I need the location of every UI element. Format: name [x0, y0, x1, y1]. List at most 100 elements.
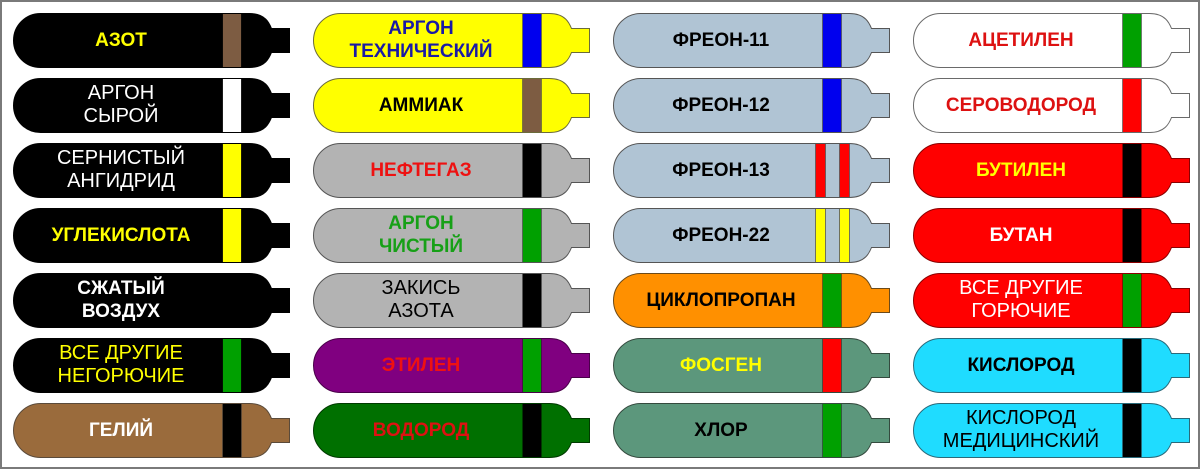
cylinder-icon — [313, 273, 590, 328]
color-stripe — [222, 403, 242, 458]
color-stripe — [222, 78, 242, 133]
gas-cylinder: ФОСГЕН — [613, 338, 890, 393]
gas-cylinder: ФРЕОН-22 — [613, 208, 890, 263]
color-stripe — [822, 78, 842, 133]
color-stripe — [1122, 78, 1142, 133]
gas-cylinder: ВСЕ ДРУГИЕ ГОРЮЧИЕ — [913, 273, 1190, 328]
color-stripe — [815, 143, 826, 198]
gas-name-label: СЕРОВОДОРОД — [945, 94, 1097, 116]
gas-cylinder: УГЛЕКИСЛОТА — [13, 208, 290, 263]
color-stripe — [222, 13, 242, 68]
gas-cylinder: ВОДОРОД — [313, 403, 590, 458]
cylinder-icon — [313, 78, 590, 133]
color-stripe — [822, 273, 842, 328]
gas-name-label: НЕФТЕГАЗ — [370, 159, 472, 181]
color-stripe — [1122, 403, 1142, 458]
gas-name-label: ФРЕОН-13 — [672, 159, 770, 181]
gas-cylinder: ЗАКИСЬ АЗОТА — [313, 273, 590, 328]
cylinder-icon — [913, 13, 1190, 68]
gas-cylinder: АЦЕТИЛЕН — [913, 13, 1190, 68]
color-stripe — [1122, 273, 1142, 328]
gas-cylinder: ЭТИЛЕН — [313, 338, 590, 393]
cylinder-icon — [913, 143, 1190, 198]
gas-cylinder: БУТИЛЕН — [913, 143, 1190, 198]
cylinder-icon — [313, 338, 590, 393]
color-stripe — [822, 13, 842, 68]
color-stripe — [522, 143, 542, 198]
cylinder-icon — [13, 143, 290, 198]
cylinder-icon — [313, 143, 590, 198]
gas-name-label: ФРЕОН-12 — [672, 94, 770, 116]
cylinder-icon — [913, 208, 1190, 263]
gas-cylinder: ХЛОР — [613, 403, 890, 458]
gas-cylinder: ФРЕОН-13 — [613, 143, 890, 198]
color-stripe — [822, 403, 842, 458]
cylinder-icon — [313, 403, 590, 458]
cylinder-icon — [13, 273, 290, 328]
gas-cylinder: АММИАК — [313, 78, 590, 133]
color-stripe — [815, 208, 826, 263]
gas-cylinder: ФРЕОН-11 — [613, 13, 890, 68]
cylinder-icon — [613, 273, 890, 328]
color-stripe — [1122, 13, 1142, 68]
cylinder-icon — [613, 78, 890, 133]
cylinder-icon — [313, 208, 590, 263]
cylinder-icon — [13, 208, 290, 263]
gas-name-label: АММИАК — [378, 94, 464, 116]
color-stripe — [522, 273, 542, 328]
gas-name-label: АРГОН ЧИСТЫЙ — [378, 213, 464, 257]
color-stripe — [222, 208, 242, 263]
color-stripe — [1122, 338, 1142, 393]
gas-name-label: ВСЕ ДРУГИЕ ГОРЮЧИЕ — [959, 277, 1083, 322]
gas-cylinder: КИСЛОРОД — [913, 338, 1190, 393]
gas-name-label: УГЛЕКИСЛОТА — [51, 224, 191, 246]
gas-name-label: АЗОТ — [95, 29, 147, 51]
gas-cylinder: ГЕЛИЙ — [13, 403, 290, 458]
gas-name-label: ВОДОРОД — [372, 419, 470, 441]
gas-name-label: ФОСГЕН — [680, 354, 762, 376]
gas-name-label: СЖАТЫЙ ВОЗДУХ — [77, 278, 165, 322]
gas-cylinder: НЕФТЕГАЗ — [313, 143, 590, 198]
cylinder-icon — [613, 208, 890, 263]
gas-cylinder: ВСЕ ДРУГИЕ НЕГОРЮЧИЕ — [13, 338, 290, 393]
cylinder-icon — [13, 403, 290, 458]
gas-name-label: ФРЕОН-11 — [672, 29, 770, 51]
cylinder-icon — [613, 13, 890, 68]
gas-name-label: ВСЕ ДРУГИЕ НЕГОРЮЧИЕ — [57, 342, 185, 387]
color-stripe — [839, 143, 850, 198]
gas-cylinder: БУТАН — [913, 208, 1190, 263]
cylinder-icon — [613, 403, 890, 458]
cylinder-icon — [13, 338, 290, 393]
color-stripe — [522, 78, 542, 133]
gas-name-label: ЗАКИСЬ АЗОТА — [381, 277, 461, 322]
cylinder-icon — [913, 273, 1190, 328]
gas-cylinder: КИСЛОРОД МЕДИЦИНСКИЙ — [913, 403, 1190, 458]
color-stripe — [522, 208, 542, 263]
color-stripe — [839, 208, 850, 263]
gas-name-label: АЦЕТИЛЕН — [968, 29, 1074, 51]
color-stripe — [522, 13, 542, 68]
gas-name-label: БУТАН — [989, 224, 1053, 246]
gas-cylinder: АЗОТ — [13, 13, 290, 68]
color-stripe — [222, 143, 242, 198]
gas-name-label: ЦИКЛОПРОПАН — [646, 289, 796, 311]
gas-name-label: АРГОН ТЕХНИЧЕСКИЙ — [349, 18, 493, 62]
color-stripe — [522, 403, 542, 458]
gas-name-label: БУТИЛЕН — [976, 159, 1066, 181]
gas-cylinder: СЖАТЫЙ ВОЗДУХ — [13, 273, 290, 328]
cylinder-icon — [13, 13, 290, 68]
color-stripe — [1122, 208, 1142, 263]
cylinder-icon — [913, 78, 1190, 133]
gas-name-label: АРГОН СЫРОЙ — [83, 82, 159, 127]
color-stripe — [522, 338, 542, 393]
gas-name-label: ФРЕОН-22 — [672, 224, 770, 246]
gas-name-label: ЭТИЛЕН — [381, 354, 461, 376]
cylinder-icon — [313, 13, 590, 68]
gas-name-label: ГЕЛИЙ — [88, 419, 154, 441]
cylinder-icon — [613, 143, 890, 198]
cylinder-icon — [613, 338, 890, 393]
gas-name-label: КИСЛОРОД — [967, 354, 1075, 376]
gas-cylinder: АРГОН СЫРОЙ — [13, 78, 290, 133]
gas-cylinder: СЕРОВОДОРОД — [913, 78, 1190, 133]
